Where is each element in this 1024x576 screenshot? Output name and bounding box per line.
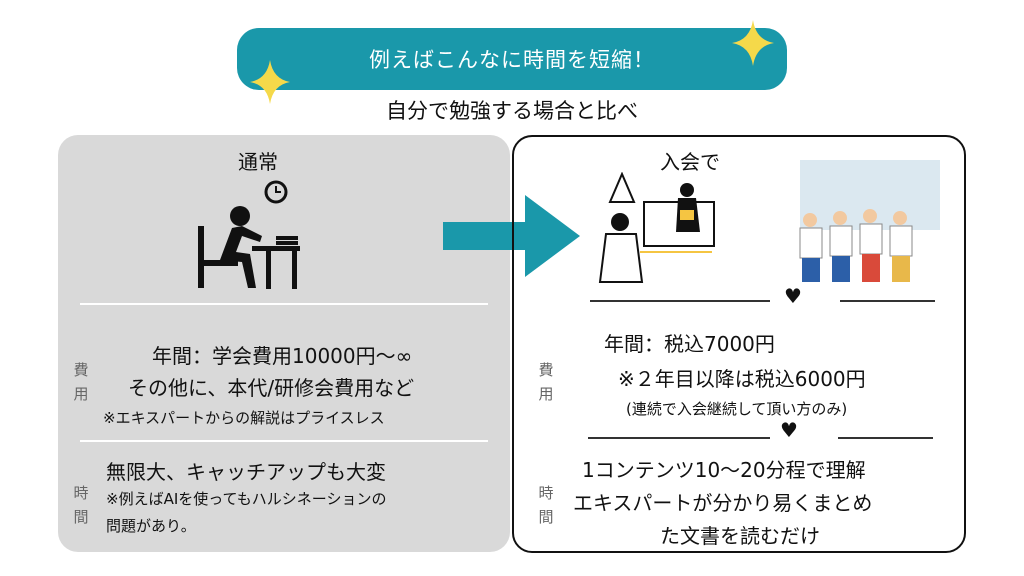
heart-icon: ♥ [780, 418, 798, 442]
time-note: ※例えばAIを使ってもハルシネーションの [106, 490, 387, 508]
time-line: エキスパートが分かり易くまとめ [573, 491, 873, 515]
time-line: 1コンテンツ10〜20分程で理解 [582, 458, 866, 482]
cost-line: その他に、本代/研修会費用など [128, 376, 415, 400]
cost-line: 年間：税込7000円 [604, 332, 775, 356]
cost-line: 年間：学会費用10000円〜∞ [152, 344, 413, 368]
divider [590, 300, 770, 302]
normal-panel [58, 135, 510, 552]
classroom-illustration [799, 160, 940, 282]
cost-label: 費用 [538, 361, 554, 403]
time-label: 時間 [538, 484, 554, 526]
cost-line: ※２年目以降は税込6000円 [618, 367, 866, 391]
arrow-right-icon [443, 195, 580, 277]
title-banner: 例えばこんなに時間を短縮！ [237, 28, 787, 90]
cost-note: (連続で入会継続して頂い方のみ) [626, 400, 848, 418]
divider [80, 440, 488, 442]
normal-heading: 通常 [238, 150, 278, 174]
heart-icon: ♥ [784, 284, 802, 308]
time-label: 時間 [73, 484, 89, 526]
divider [80, 303, 488, 305]
studying-person-icon [198, 180, 300, 289]
cost-label: 費用 [73, 361, 89, 403]
divider [840, 300, 935, 302]
cost-note: ※エキスパートからの解説はプライスレス [103, 409, 385, 427]
sparkle-icon [250, 60, 290, 104]
lecture-illustration [598, 172, 715, 283]
membership-panel [512, 135, 966, 553]
time-note: 問題があり。 [106, 517, 196, 535]
sparkle-icon [732, 20, 774, 66]
subtitle: 自分で勉強する場合と比べ [386, 99, 638, 123]
time-line: 無限大、キャッチアップも大変 [106, 460, 386, 484]
divider [838, 437, 933, 439]
membership-heading: 入会で [660, 150, 720, 174]
divider [588, 437, 770, 439]
time-line: た文書を読むだけ [660, 524, 820, 548]
